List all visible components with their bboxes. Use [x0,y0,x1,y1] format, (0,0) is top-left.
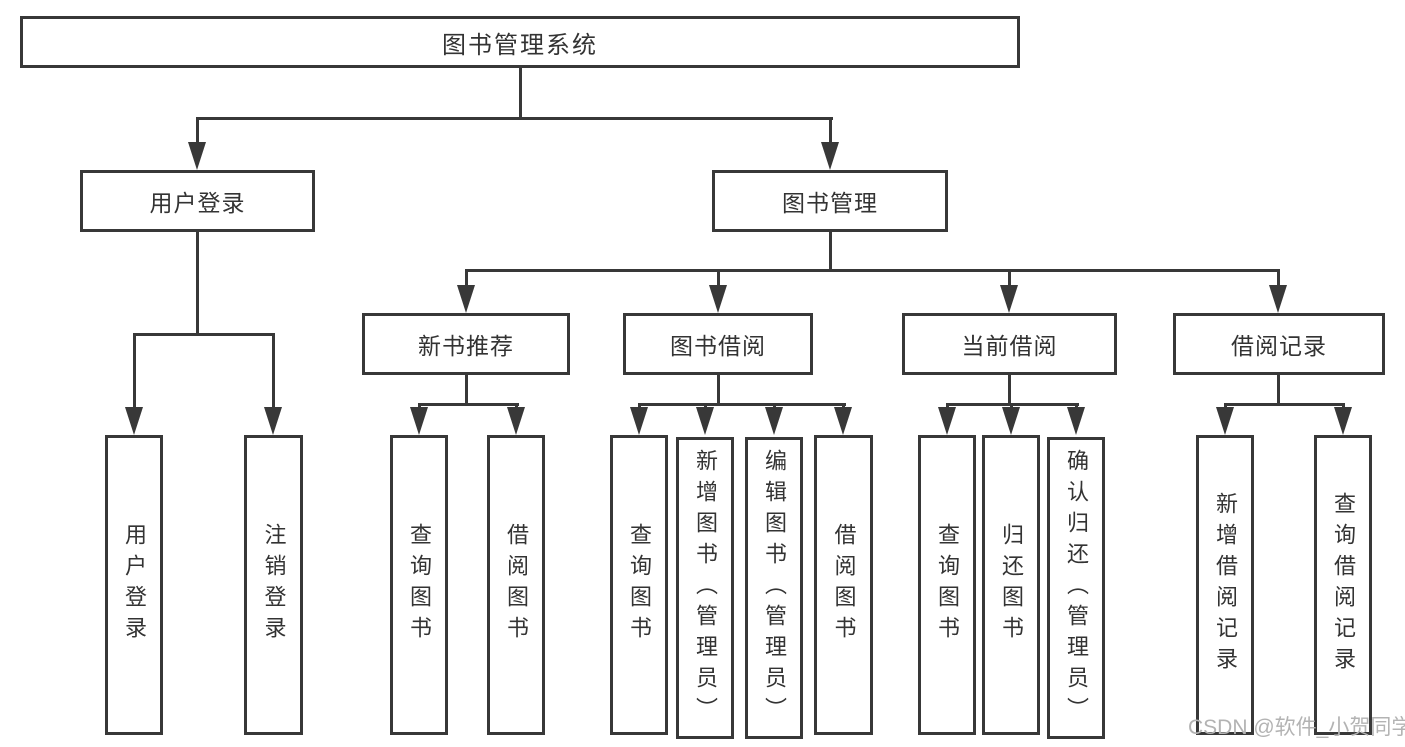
edge-new-book-recommend-hbar [418,403,519,406]
arrowhead-book-borrow [709,285,727,313]
edge-drop-leaf-user-login [133,333,136,411]
leaf-logout-label: 注销登录 [261,523,287,647]
leaf-borrow-books-2-label: 借阅图书 [831,523,857,647]
edge-user-login-stem [196,232,199,336]
arrowhead-query-books-1 [410,407,428,435]
edge-drop-borrow-records [1277,269,1280,289]
watermark: CSDN @软件_小贺同学 [1188,716,1405,739]
leaf-query-books-3: 查询图书 [918,435,976,735]
edge-book-borrow-stem [717,375,720,406]
arrowhead-borrow-books-1 [507,407,525,435]
leaf-user-login: 用户登录 [105,435,163,735]
arrowhead-add-books-admin [696,407,714,435]
leaf-query-books-2-label: 查询图书 [627,523,652,647]
leaf-return-books: 归还图书 [982,435,1040,735]
leaf-query-books-1-label: 查询图书 [407,523,432,647]
node-book-management-label: 图书管理 [782,190,878,216]
leaf-edit-books-admin-label: 编辑图书（管理员） [762,448,787,728]
node-user-login-label: 用户登录 [149,190,246,216]
edge-new-book-recommend-stem [465,375,468,406]
node-new-book-recommend-label: 新书推荐 [418,333,514,359]
arrowhead-borrow-books-2 [834,407,852,435]
leaf-return-books-label: 归还图书 [999,523,1024,647]
edge-borrow-records-stem [1277,375,1280,406]
arrowhead-query-borrow-record [1334,407,1352,435]
node-borrow-records-label: 借阅记录 [1231,333,1327,359]
node-root: 图书管理系统 [20,16,1020,68]
arrowhead-borrow-records [1269,285,1287,313]
leaf-confirm-return-admin: 确认归还（管理员） [1047,437,1105,739]
edge-root-drop-book-management [829,117,832,149]
arrowhead-new-book-recommend [457,285,475,313]
edge-book-management-stem [829,232,832,272]
arrowhead-query-books-3 [938,407,956,435]
arrowhead-leaf-logout [264,407,282,435]
arrowhead-query-books-2 [630,407,648,435]
leaf-add-borrow-record-label: 新增借阅记录 [1213,492,1238,678]
node-current-borrow-label: 当前借阅 [961,333,1058,359]
node-root-label: 图书管理系统 [442,31,598,59]
arrowhead-book-management [821,142,839,170]
node-user-login: 用户登录 [80,170,315,232]
leaf-query-books-3-label: 查询图书 [935,523,960,647]
node-book-borrow: 图书借阅 [623,313,813,375]
leaf-query-borrow-record: 查询借阅记录 [1314,435,1372,735]
node-book-borrow-label: 图书借阅 [670,333,766,359]
leaf-confirm-return-admin-label: 确认归还（管理员） [1064,448,1089,728]
leaf-add-books-admin: 新增图书（管理员） [676,437,734,739]
leaf-borrow-books-1: 借阅图书 [487,435,545,735]
leaf-edit-books-admin: 编辑图书（管理员） [745,437,803,739]
leaf-add-books-admin-label: 新增图书（管理员） [693,448,718,728]
leaf-borrow-books-2: 借阅图书 [814,435,873,735]
leaf-query-borrow-record-label: 查询借阅记录 [1331,492,1356,678]
arrowhead-leaf-user-login [125,407,143,435]
leaf-borrow-books-1-label: 借阅图书 [504,523,529,647]
leaf-query-books-1: 查询图书 [390,435,448,735]
edge-book-borrow-hbar [638,403,846,406]
edge-root-drop-user-login [196,117,199,149]
arrowhead-confirm-return-admin [1067,407,1085,435]
arrowhead-edit-books-admin [765,407,783,435]
edge-drop-book-borrow [717,269,720,289]
node-current-borrow: 当前借阅 [902,313,1117,375]
leaf-logout: 注销登录 [244,435,303,735]
edge-borrow-records-hbar [1224,403,1345,406]
edge-current-borrow-stem [1008,375,1011,406]
edge-drop-current-borrow [1008,269,1011,289]
leaf-query-books-2: 查询图书 [610,435,668,735]
edge-drop-leaf-logout [272,333,275,411]
arrowhead-current-borrow [1000,285,1018,313]
node-borrow-records: 借阅记录 [1173,313,1385,375]
node-book-management: 图书管理 [712,170,948,232]
arrowhead-add-borrow-record [1216,407,1234,435]
edge-root-stem [519,68,522,119]
edge-drop-new-book-recommend [465,269,468,289]
leaf-user-login-label: 用户登录 [122,523,147,647]
arrowhead-user-login [188,142,206,170]
edge-root-hbar [196,117,833,120]
node-new-book-recommend: 新书推荐 [362,313,570,375]
edge-book-management-hbar [465,269,1280,272]
arrowhead-return-books [1002,407,1020,435]
leaf-add-borrow-record: 新增借阅记录 [1196,435,1254,735]
edge-user-login-hbar [133,333,275,336]
